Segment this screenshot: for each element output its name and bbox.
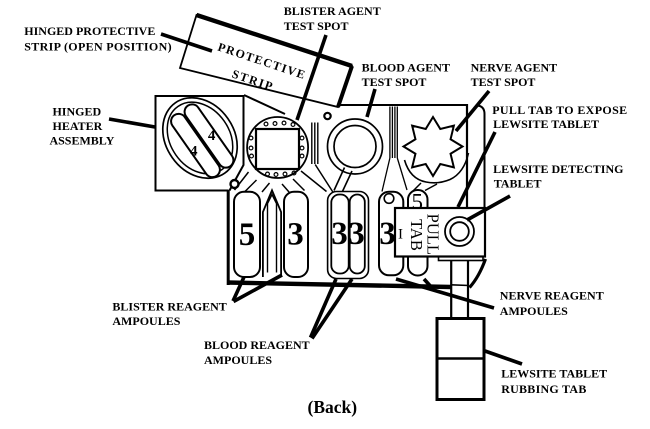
svg-text:NERVE REAGENT: NERVE REAGENT bbox=[500, 289, 604, 303]
svg-text:3: 3 bbox=[287, 217, 304, 253]
svg-text:NERVE AGENT: NERVE AGENT bbox=[471, 61, 558, 75]
svg-text:PULL TAB TO EXPOSE: PULL TAB TO EXPOSE bbox=[492, 103, 627, 117]
svg-text:I: I bbox=[398, 227, 403, 243]
svg-text:5: 5 bbox=[239, 217, 256, 253]
svg-text:3: 3 bbox=[331, 216, 348, 252]
svg-text:4: 4 bbox=[208, 128, 216, 144]
svg-text:LEWSITE DETECTING: LEWSITE DETECTING bbox=[493, 162, 623, 176]
svg-text:BLISTER AGENT: BLISTER AGENT bbox=[284, 4, 381, 18]
svg-text:3: 3 bbox=[379, 216, 396, 252]
svg-text:TAB: TAB bbox=[407, 219, 426, 251]
svg-text:RUBBING TAB: RUBBING TAB bbox=[501, 382, 586, 396]
svg-text:HINGED PROTECTIVE: HINGED PROTECTIVE bbox=[24, 24, 155, 38]
svg-text:HINGED: HINGED bbox=[52, 105, 101, 119]
svg-text:4: 4 bbox=[190, 144, 198, 160]
svg-text:TABLET: TABLET bbox=[494, 176, 542, 190]
svg-text:3: 3 bbox=[348, 216, 365, 252]
svg-text:TEST SPOT: TEST SPOT bbox=[284, 19, 349, 33]
svg-text:TEST SPOT: TEST SPOT bbox=[471, 75, 536, 89]
svg-text:TEST SPOT: TEST SPOT bbox=[362, 75, 427, 89]
svg-text:LEWSITE TABLET: LEWSITE TABLET bbox=[493, 117, 599, 131]
svg-text:STRIP (OPEN POSITION): STRIP (OPEN POSITION) bbox=[24, 39, 172, 53]
svg-text:BLOOD REAGENT: BLOOD REAGENT bbox=[204, 338, 310, 352]
svg-text:AMPOULES: AMPOULES bbox=[112, 314, 180, 328]
svg-text:AMPOULES: AMPOULES bbox=[204, 353, 272, 367]
svg-text:BLOOD AGENT: BLOOD AGENT bbox=[362, 60, 450, 74]
svg-text:(Back): (Back) bbox=[308, 397, 358, 417]
svg-text:HEATER: HEATER bbox=[53, 119, 103, 133]
svg-text:AMPOULES: AMPOULES bbox=[500, 304, 568, 318]
svg-text:5: 5 bbox=[412, 190, 424, 215]
svg-text:PULL: PULL bbox=[424, 214, 443, 255]
svg-text:ASSEMBLY: ASSEMBLY bbox=[49, 133, 114, 147]
svg-text:BLISTER REAGENT: BLISTER REAGENT bbox=[112, 300, 226, 314]
svg-text:LEWSITE TABLET: LEWSITE TABLET bbox=[501, 366, 607, 380]
